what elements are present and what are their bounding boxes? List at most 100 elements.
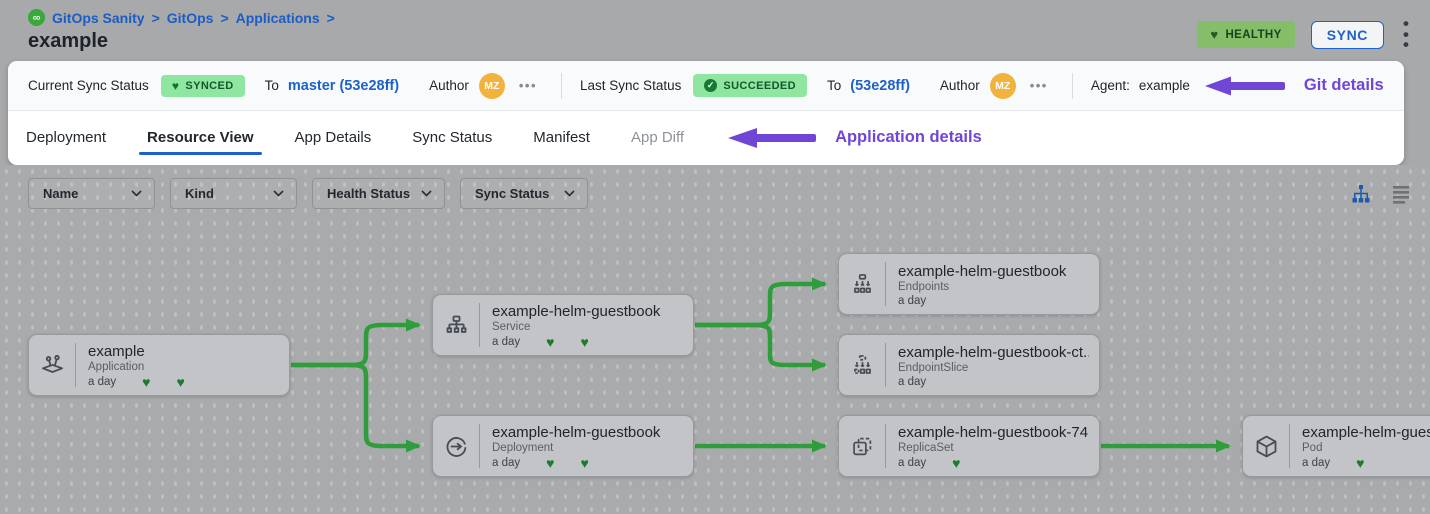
pod-icon [1243,416,1289,476]
divider [479,424,480,468]
node-title: example-helm-guestbook [898,262,1067,280]
kind-filter-dropdown[interactable]: Kind [170,178,297,209]
health-heart-icon: ♥ [546,454,555,471]
gitops-logo-icon: ∞ [28,9,45,26]
app-tabs: Deployment Resource View App Details Syn… [8,111,1404,164]
node-title: example-helm-guestbook-ct... [898,343,1089,361]
chevron-down-icon [131,190,142,197]
list-view-icon[interactable] [1390,183,1412,205]
breadcrumb-separator: > [151,9,160,26]
succeeded-badge: ✓ SUCCEEDED [693,74,808,97]
kebab-menu-icon[interactable]: ••• [1403,14,1409,55]
tab-manifest[interactable]: Manifest [533,129,590,146]
health-badge-label: HEALTHY [1225,28,1282,41]
succeeded-badge-label: SUCCEEDED [723,79,797,92]
name-filter-dropdown[interactable]: Name [28,178,155,209]
graph-edges [291,277,1231,453]
resource-node-service[interactable]: example-helm-guestbook Service a day♥♥ [432,294,694,356]
endpointslice-icon [839,335,885,395]
author-label: Author [939,78,980,93]
health-status-filter-dropdown[interactable]: Health Status [312,178,445,209]
breadcrumb-separator: > [220,9,229,26]
resource-node-pod[interactable]: example-helm-guest Pod a day♥ [1242,415,1430,477]
health-heart-icon: ♥ [952,454,961,471]
more-options-icon[interactable]: ••• [1029,78,1048,93]
heart-icon: ♥ [171,78,180,93]
last-sync-commit-link[interactable]: (53e28ff) [850,77,910,94]
check-circle-icon: ✓ [704,79,718,92]
page-header: ∞ GitOps Sanity > GitOps > Applications … [0,0,1430,60]
agent-label: Agent: [1090,78,1130,93]
header-actions: ♥ HEALTHY SYNC ••• [1197,14,1412,55]
chevron-down-icon [421,190,432,197]
divider [1289,424,1290,468]
service-icon [433,295,479,355]
node-age: a day [898,294,927,307]
resource-node-endpointslice[interactable]: example-helm-guestbook-ct... EndpointSli… [838,334,1100,396]
resource-graph-canvas[interactable]: Name Kind Health Status Sync Status [0,165,1430,514]
author-label: Author [429,78,469,93]
resource-node-endpoints[interactable]: example-helm-guestbook Endpoints a day [838,253,1100,315]
sync-button[interactable]: SYNC [1310,20,1384,49]
divider [885,343,886,387]
view-toggles [1350,183,1412,205]
author-avatar: MZ [478,72,505,99]
tab-deployment[interactable]: Deployment [26,129,107,146]
tab-resource-view[interactable]: Resource View [139,111,262,164]
filter-label: Name [43,186,79,201]
resource-node-deployment[interactable]: example-helm-guestbook Deployment a day ♥… [432,415,694,477]
tab-app-details[interactable]: App Details [294,129,372,146]
health-heart-icon: ♥ [176,373,185,390]
health-status-badge: ♥ HEALTHY [1197,21,1295,49]
resource-node-application-example[interactable]: example Application a day♥♥ [28,334,290,396]
sync-status-filter-dropdown[interactable]: Sync Status [460,178,588,209]
node-age: a day [88,375,117,388]
node-title: example-helm-guestbook [492,302,661,320]
agent-value: example [1138,78,1190,93]
synced-badge-label: SYNCED [185,79,234,92]
node-kind: Endpoints [898,280,950,293]
node-kind: Pod [1302,441,1323,454]
node-title: example [88,342,145,360]
health-heart-icon: ♥ [546,333,555,350]
node-kind: Service [492,320,531,333]
divider [1071,72,1073,99]
app-details-panel: Current Sync Status ♥ SYNCED To master (… [8,61,1404,165]
node-title: example-helm-guestbook [492,423,661,441]
graph-toolbar: Name Kind Health Status Sync Status [28,178,1412,209]
breadcrumb-item-applications[interactable]: Applications [235,9,320,26]
resource-node-replicaset[interactable]: example-helm-guestbook-74... ReplicaSet … [838,415,1100,477]
node-kind: Deployment [492,441,554,454]
breadcrumb-item-gitops[interactable]: GitOps [166,9,214,26]
tab-app-diff[interactable]: App Diff [630,129,685,146]
purple-arrow-icon [1204,76,1285,95]
endpoints-icon [839,254,885,314]
tree-view-icon[interactable] [1350,183,1372,205]
more-options-icon[interactable]: ••• [518,78,538,93]
tab-sync-status[interactable]: Sync Status [412,129,493,146]
author-avatar: MZ [989,72,1016,99]
node-age: a day [898,456,927,469]
filter-label: Sync Status [475,186,550,201]
chevron-down-icon [273,190,284,197]
git-details-annotation: Git details [1303,76,1384,94]
sync-status-bar: Current Sync Status ♥ SYNCED To master (… [8,61,1404,111]
node-age: a day [492,456,521,469]
purple-arrow-icon [728,127,817,148]
to-label: To [827,78,842,93]
breadcrumb: ∞ GitOps Sanity > GitOps > Applications … [28,9,335,26]
breadcrumb-separator: > [326,9,335,26]
heart-icon: ♥ [1210,27,1219,43]
divider [479,303,480,347]
health-heart-icon: ♥ [580,454,589,471]
node-title: example-helm-guest [1302,423,1430,441]
node-title: example-helm-guestbook-74... [898,423,1089,441]
health-heart-icon: ♥ [1356,454,1365,471]
deployment-icon [433,416,479,476]
filter-label: Kind [185,186,214,201]
current-sync-status-label: Current Sync Status [28,78,149,93]
current-sync-commit-link[interactable]: master (53e28ff) [287,77,400,94]
chevron-down-icon [564,190,575,197]
breadcrumb-item-gitops-sanity[interactable]: GitOps Sanity [52,9,145,26]
